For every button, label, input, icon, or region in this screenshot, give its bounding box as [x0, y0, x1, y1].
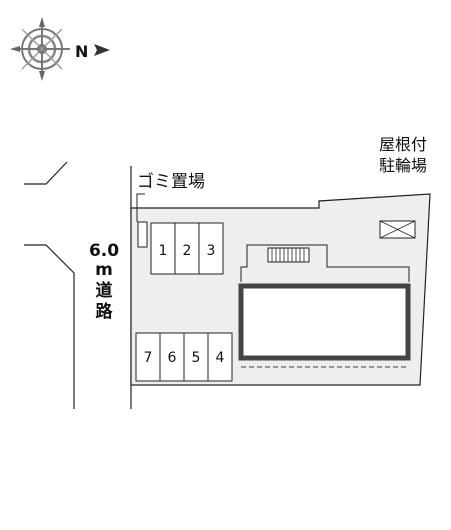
road-label-1: 道: [96, 280, 113, 301]
bicycle-parking-label-2: 駐輪場: [379, 156, 427, 175]
main-building: [238, 283, 411, 361]
parking-space: [183, 332, 209, 382]
parking-number: 3: [207, 243, 216, 259]
parking-space: [135, 332, 161, 382]
stairs-icon: [267, 247, 310, 263]
parking-number: 5: [192, 350, 201, 366]
parking-number: 7: [144, 350, 153, 366]
parking-space: [159, 332, 185, 382]
parking-top-row: 1 2 3: [150, 222, 224, 275]
road-width-value: 6.0: [89, 241, 119, 261]
street-lines: [24, 161, 132, 409]
compass-rose-icon: [10, 17, 70, 81]
parking-space: [198, 222, 224, 275]
parking-space: [150, 222, 176, 275]
garbage-area: [137, 221, 148, 248]
bicycle-parking-icon: [379, 220, 416, 239]
road-label-2: 路: [96, 301, 114, 322]
north-arrow-icon: [94, 44, 110, 56]
parking-bottom-row: 7 6 5 4: [135, 332, 233, 382]
parking-number: 4: [216, 350, 225, 366]
parking-number: 6: [168, 350, 177, 366]
building-outline: [240, 244, 410, 282]
parking-number: 1: [159, 243, 168, 259]
parking-number: 2: [183, 243, 192, 259]
parking-space: [207, 332, 233, 382]
bicycle-parking-label-1: 屋根付: [379, 135, 427, 154]
garbage-area-label: ゴミ置場: [137, 171, 205, 192]
compass-north-label: N: [75, 42, 88, 61]
road-width-unit: m: [95, 260, 113, 280]
